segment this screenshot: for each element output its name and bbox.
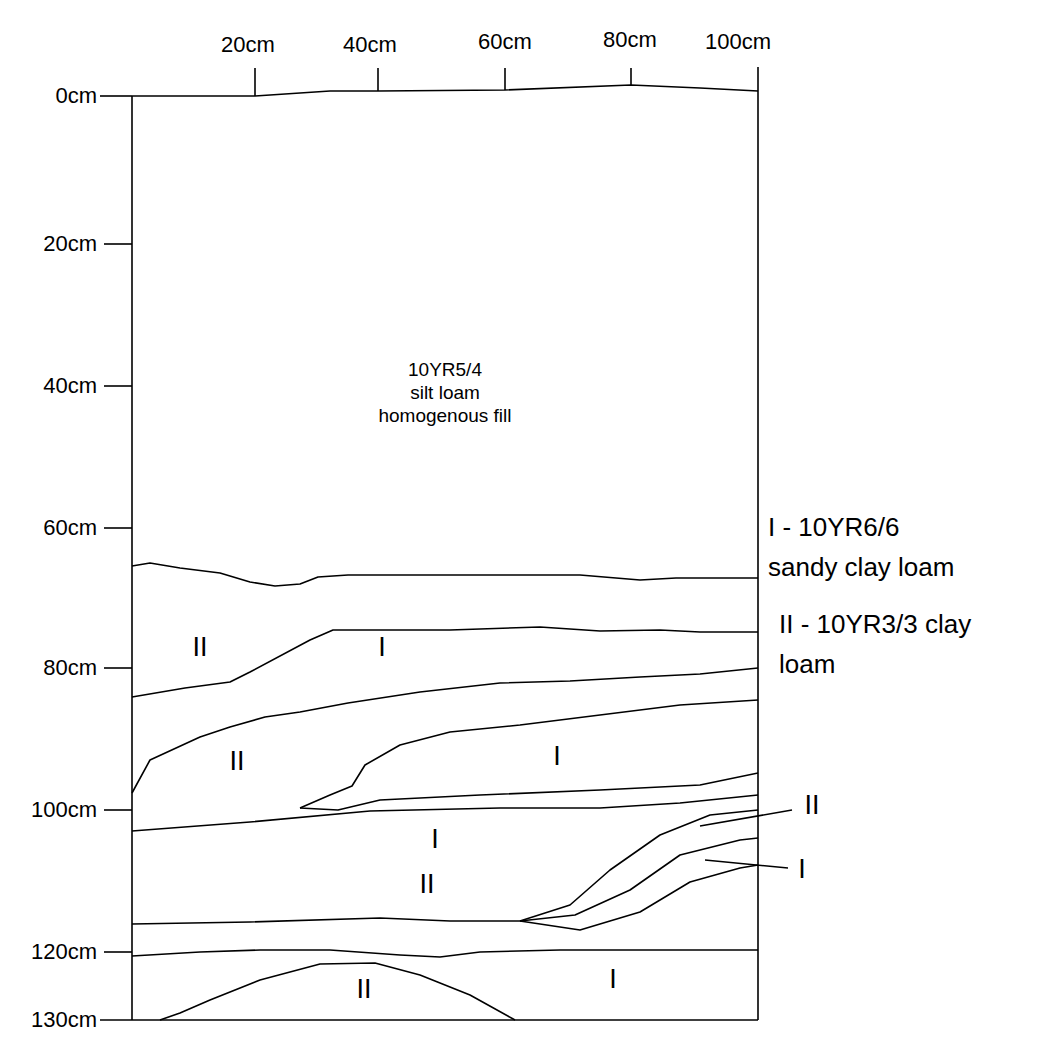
tick [104,385,132,387]
tick [630,68,632,85]
axis-label: 80cm [43,655,97,680]
frame-line [757,67,759,1020]
layer-boundary [520,838,758,921]
layer-boundary [132,950,758,957]
leader-line [700,810,792,826]
axis-label: 130cm [31,1007,97,1032]
axis-label: 120cm [31,939,97,964]
tick [100,95,132,97]
leader-line [705,860,788,868]
layer-label: I [553,741,561,772]
layer-label: II [419,869,434,900]
layer-description: silt loam [410,382,480,404]
layer-label: II [192,632,207,663]
frame-line [100,1019,758,1021]
callout-label: II [804,790,819,821]
layer-label: I [431,824,439,855]
axis-label: 100cm [705,29,771,54]
axis-label: 40cm [43,373,97,398]
callout-label: I [798,854,806,885]
layer-boundary [132,795,758,831]
tick [104,527,132,529]
layer-label: I [609,964,617,995]
axis-label: 100cm [31,797,97,822]
tick [377,68,379,91]
layer-boundary [520,865,758,930]
layer-boundary [132,668,758,793]
tick [254,68,256,96]
layer-description: homogenous fill [378,405,511,427]
legend-text: I - 10YR6/6 sandy clay loam [768,507,968,588]
layer-boundary [132,918,520,924]
tick [104,667,132,669]
axis-label: 60cm [43,515,97,540]
layer-boundary [132,627,758,697]
layer-description: 10YR5/4 [408,359,482,381]
axis-label: 40cm [343,32,397,57]
layer-boundary [520,810,758,921]
tick [104,809,132,811]
layer-boundary [300,773,758,810]
layer-boundary [160,963,515,1020]
layer-boundary [300,700,758,808]
tick [104,951,132,953]
legend-text: II - 10YR3/3 clay loam [779,604,979,685]
layer-boundary [132,563,758,586]
axis-label: 80cm [603,27,657,52]
layer-label: II [229,746,244,777]
ground-surface [132,85,758,96]
frame-line [131,96,133,1020]
layer-label: II [356,974,371,1005]
layer-label: I [378,632,386,663]
axis-label: 20cm [43,231,97,256]
axis-label: 0cm [55,83,97,108]
tick [104,243,132,245]
axis-label: 60cm [478,29,532,54]
tick [504,68,506,90]
axis-label: 20cm [221,32,275,57]
